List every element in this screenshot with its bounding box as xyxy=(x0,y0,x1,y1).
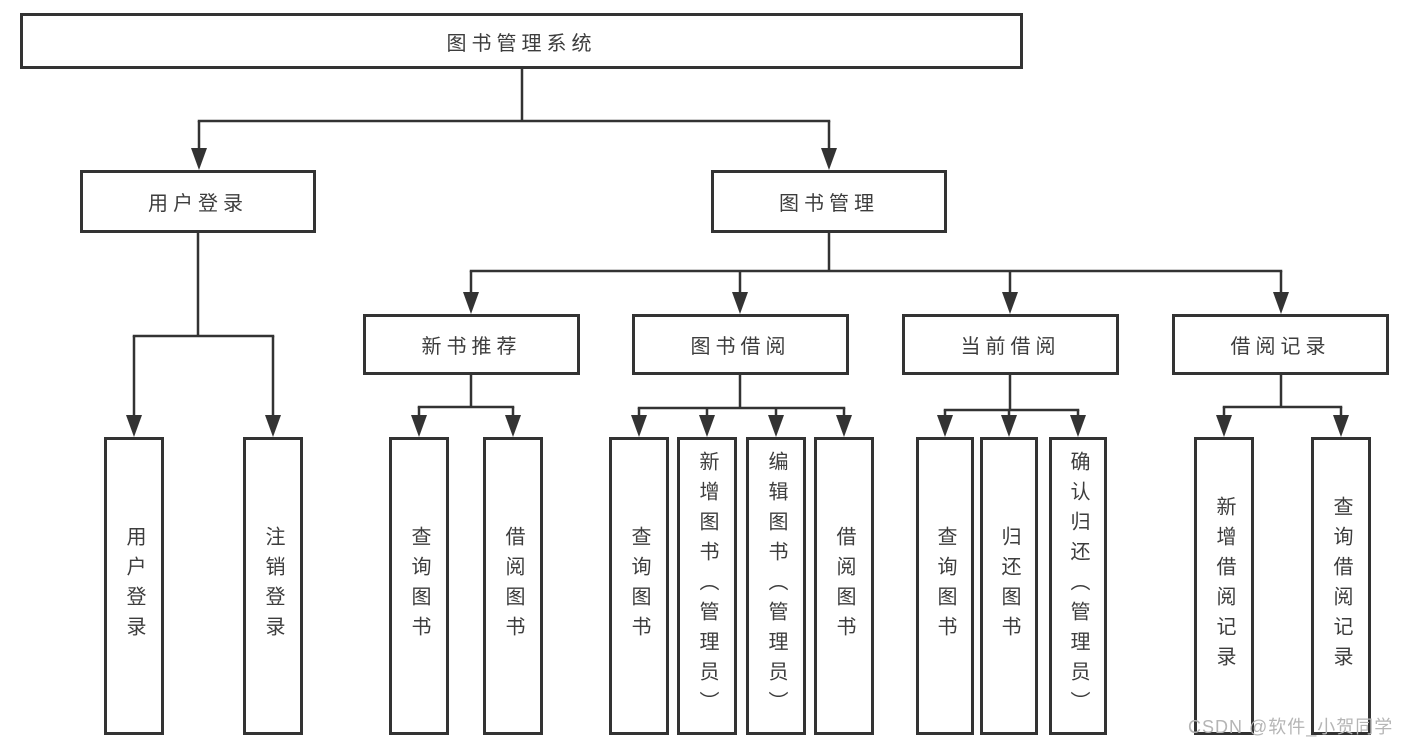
leaf-borrow-books-recommend: 借阅图书 xyxy=(483,437,543,735)
node-book-management-system: 图书管理系统 xyxy=(20,13,1023,69)
leaf-logout: 注销登录 xyxy=(243,437,303,735)
leaf-query-books-borrow: 查询图书 xyxy=(609,437,669,735)
leaf-add-borrow-record: 新增借阅记录 xyxy=(1194,437,1254,735)
leaf-return-book: 归还图书 xyxy=(980,437,1038,735)
node-book-management: 图书管理 xyxy=(711,170,947,233)
leaf-query-books-recommend: 查询图书 xyxy=(389,437,449,735)
leaf-borrow-books-borrow: 借阅图书 xyxy=(814,437,874,735)
node-current-borrow: 当前借阅 xyxy=(902,314,1119,375)
leaf-query-borrow-record: 查询借阅记录 xyxy=(1311,437,1371,735)
node-borrow-records: 借阅记录 xyxy=(1172,314,1389,375)
node-user-login: 用户登录 xyxy=(80,170,316,233)
node-new-book-recommend: 新书推荐 xyxy=(363,314,580,375)
leaf-query-books-current: 查询图书 xyxy=(916,437,974,735)
leaf-add-book-admin: 新增图书（管理员） xyxy=(677,437,737,735)
csdn-watermark: CSDN @软件_小贺同学 xyxy=(1188,717,1394,737)
arrowheads xyxy=(126,148,1349,437)
node-book-borrow: 图书借阅 xyxy=(632,314,849,375)
leaf-edit-book-admin: 编辑图书（管理员） xyxy=(746,437,806,735)
leaf-user-login: 用户登录 xyxy=(104,437,164,735)
leaf-confirm-return-admin: 确认归还（管理员） xyxy=(1049,437,1107,735)
